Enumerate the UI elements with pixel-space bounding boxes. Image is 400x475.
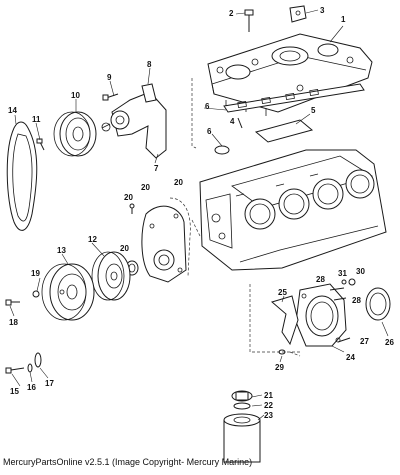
water-pump-gasket[interactable] (141, 83, 157, 103)
pulley-bolt-11[interactable] (36, 138, 45, 151)
callout-18[interactable]: 18 (9, 318, 18, 327)
callout-28a[interactable]: 28 (316, 275, 325, 284)
rear-main-seal[interactable] (365, 287, 391, 321)
housing-gasket[interactable] (270, 295, 299, 346)
water-pump-bolt[interactable] (102, 93, 119, 101)
water-pump-pulley[interactable] (53, 111, 97, 157)
washer-19[interactable] (32, 290, 40, 298)
washer-17[interactable] (34, 352, 42, 368)
pin-4[interactable] (237, 117, 243, 129)
callout-25[interactable]: 25 (278, 288, 287, 297)
callout-20b[interactable]: 20 (141, 183, 150, 192)
callout-12[interactable]: 12 (88, 235, 97, 244)
callout-20a[interactable]: 20 (124, 193, 133, 202)
callout-10[interactable]: 10 (71, 91, 80, 100)
manifold-bolt[interactable] (244, 9, 254, 32)
drive-belt[interactable] (6, 121, 38, 231)
crankshaft-pulley[interactable] (91, 251, 131, 301)
callout-23[interactable]: 23 (264, 411, 273, 420)
housing-bolt-27[interactable] (337, 337, 351, 343)
callout-2[interactable]: 2 (229, 9, 234, 18)
callout-19[interactable]: 19 (31, 269, 40, 278)
callout-8[interactable]: 8 (147, 60, 152, 69)
washer-16[interactable] (27, 363, 33, 373)
callout-14[interactable]: 14 (8, 106, 17, 115)
water-pump[interactable] (101, 91, 167, 159)
callout-28b[interactable]: 28 (352, 296, 361, 305)
engine-block[interactable] (199, 149, 387, 271)
oil-filter-adapter[interactable] (231, 390, 253, 402)
callout-16[interactable]: 16 (27, 383, 36, 392)
callout-15[interactable]: 15 (10, 387, 19, 396)
washer-30[interactable] (348, 278, 356, 286)
callout-26[interactable]: 26 (385, 338, 394, 347)
adapter-gasket[interactable] (233, 402, 251, 410)
callout-6a[interactable]: 6 (205, 102, 210, 111)
callout-31[interactable]: 31 (338, 269, 347, 278)
callout-27[interactable]: 27 (360, 337, 369, 346)
bolt-15[interactable] (5, 367, 25, 374)
valley-cover-5[interactable] (254, 119, 314, 143)
callout-9[interactable]: 9 (107, 73, 112, 82)
copyright-caption: MercuryPartsOnline v2.5.1 (Image Copyrig… (3, 457, 253, 467)
callout-17[interactable]: 17 (45, 379, 54, 388)
harmonic-balancer[interactable] (41, 263, 95, 321)
leader-lines (9, 9, 389, 421)
callout-4[interactable]: 4 (230, 117, 235, 126)
callout-5[interactable]: 5 (311, 106, 316, 115)
callout-6b[interactable]: 6 (207, 127, 212, 136)
callout-20c[interactable]: 20 (174, 178, 183, 187)
housing-bolts-28[interactable] (329, 287, 347, 301)
callout-7[interactable]: 7 (154, 164, 159, 173)
callout-11[interactable]: 11 (32, 115, 41, 124)
callout-20d[interactable]: 20 (120, 244, 129, 253)
callout-13[interactable]: 13 (57, 246, 66, 255)
callout-24[interactable]: 24 (346, 353, 355, 362)
timing-cover-bolt[interactable] (129, 203, 135, 214)
oil-filter[interactable] (223, 413, 261, 463)
intake-manifold-gasket[interactable] (223, 83, 365, 113)
callout-21[interactable]: 21 (264, 391, 273, 400)
timing-cover[interactable] (141, 205, 187, 283)
washer-31[interactable] (341, 279, 347, 285)
callout-1[interactable]: 1 (341, 15, 346, 24)
manifold-bracket[interactable] (289, 5, 307, 23)
callout-30[interactable]: 30 (356, 267, 365, 276)
callout-3[interactable]: 3 (320, 6, 325, 15)
callout-29[interactable]: 29 (275, 363, 284, 372)
callout-22[interactable]: 22 (264, 401, 273, 410)
bolt-18[interactable] (5, 299, 20, 306)
rear-main-seal-housing[interactable] (295, 283, 347, 347)
intake-manifold[interactable] (207, 33, 373, 116)
oring-6[interactable] (214, 145, 230, 155)
